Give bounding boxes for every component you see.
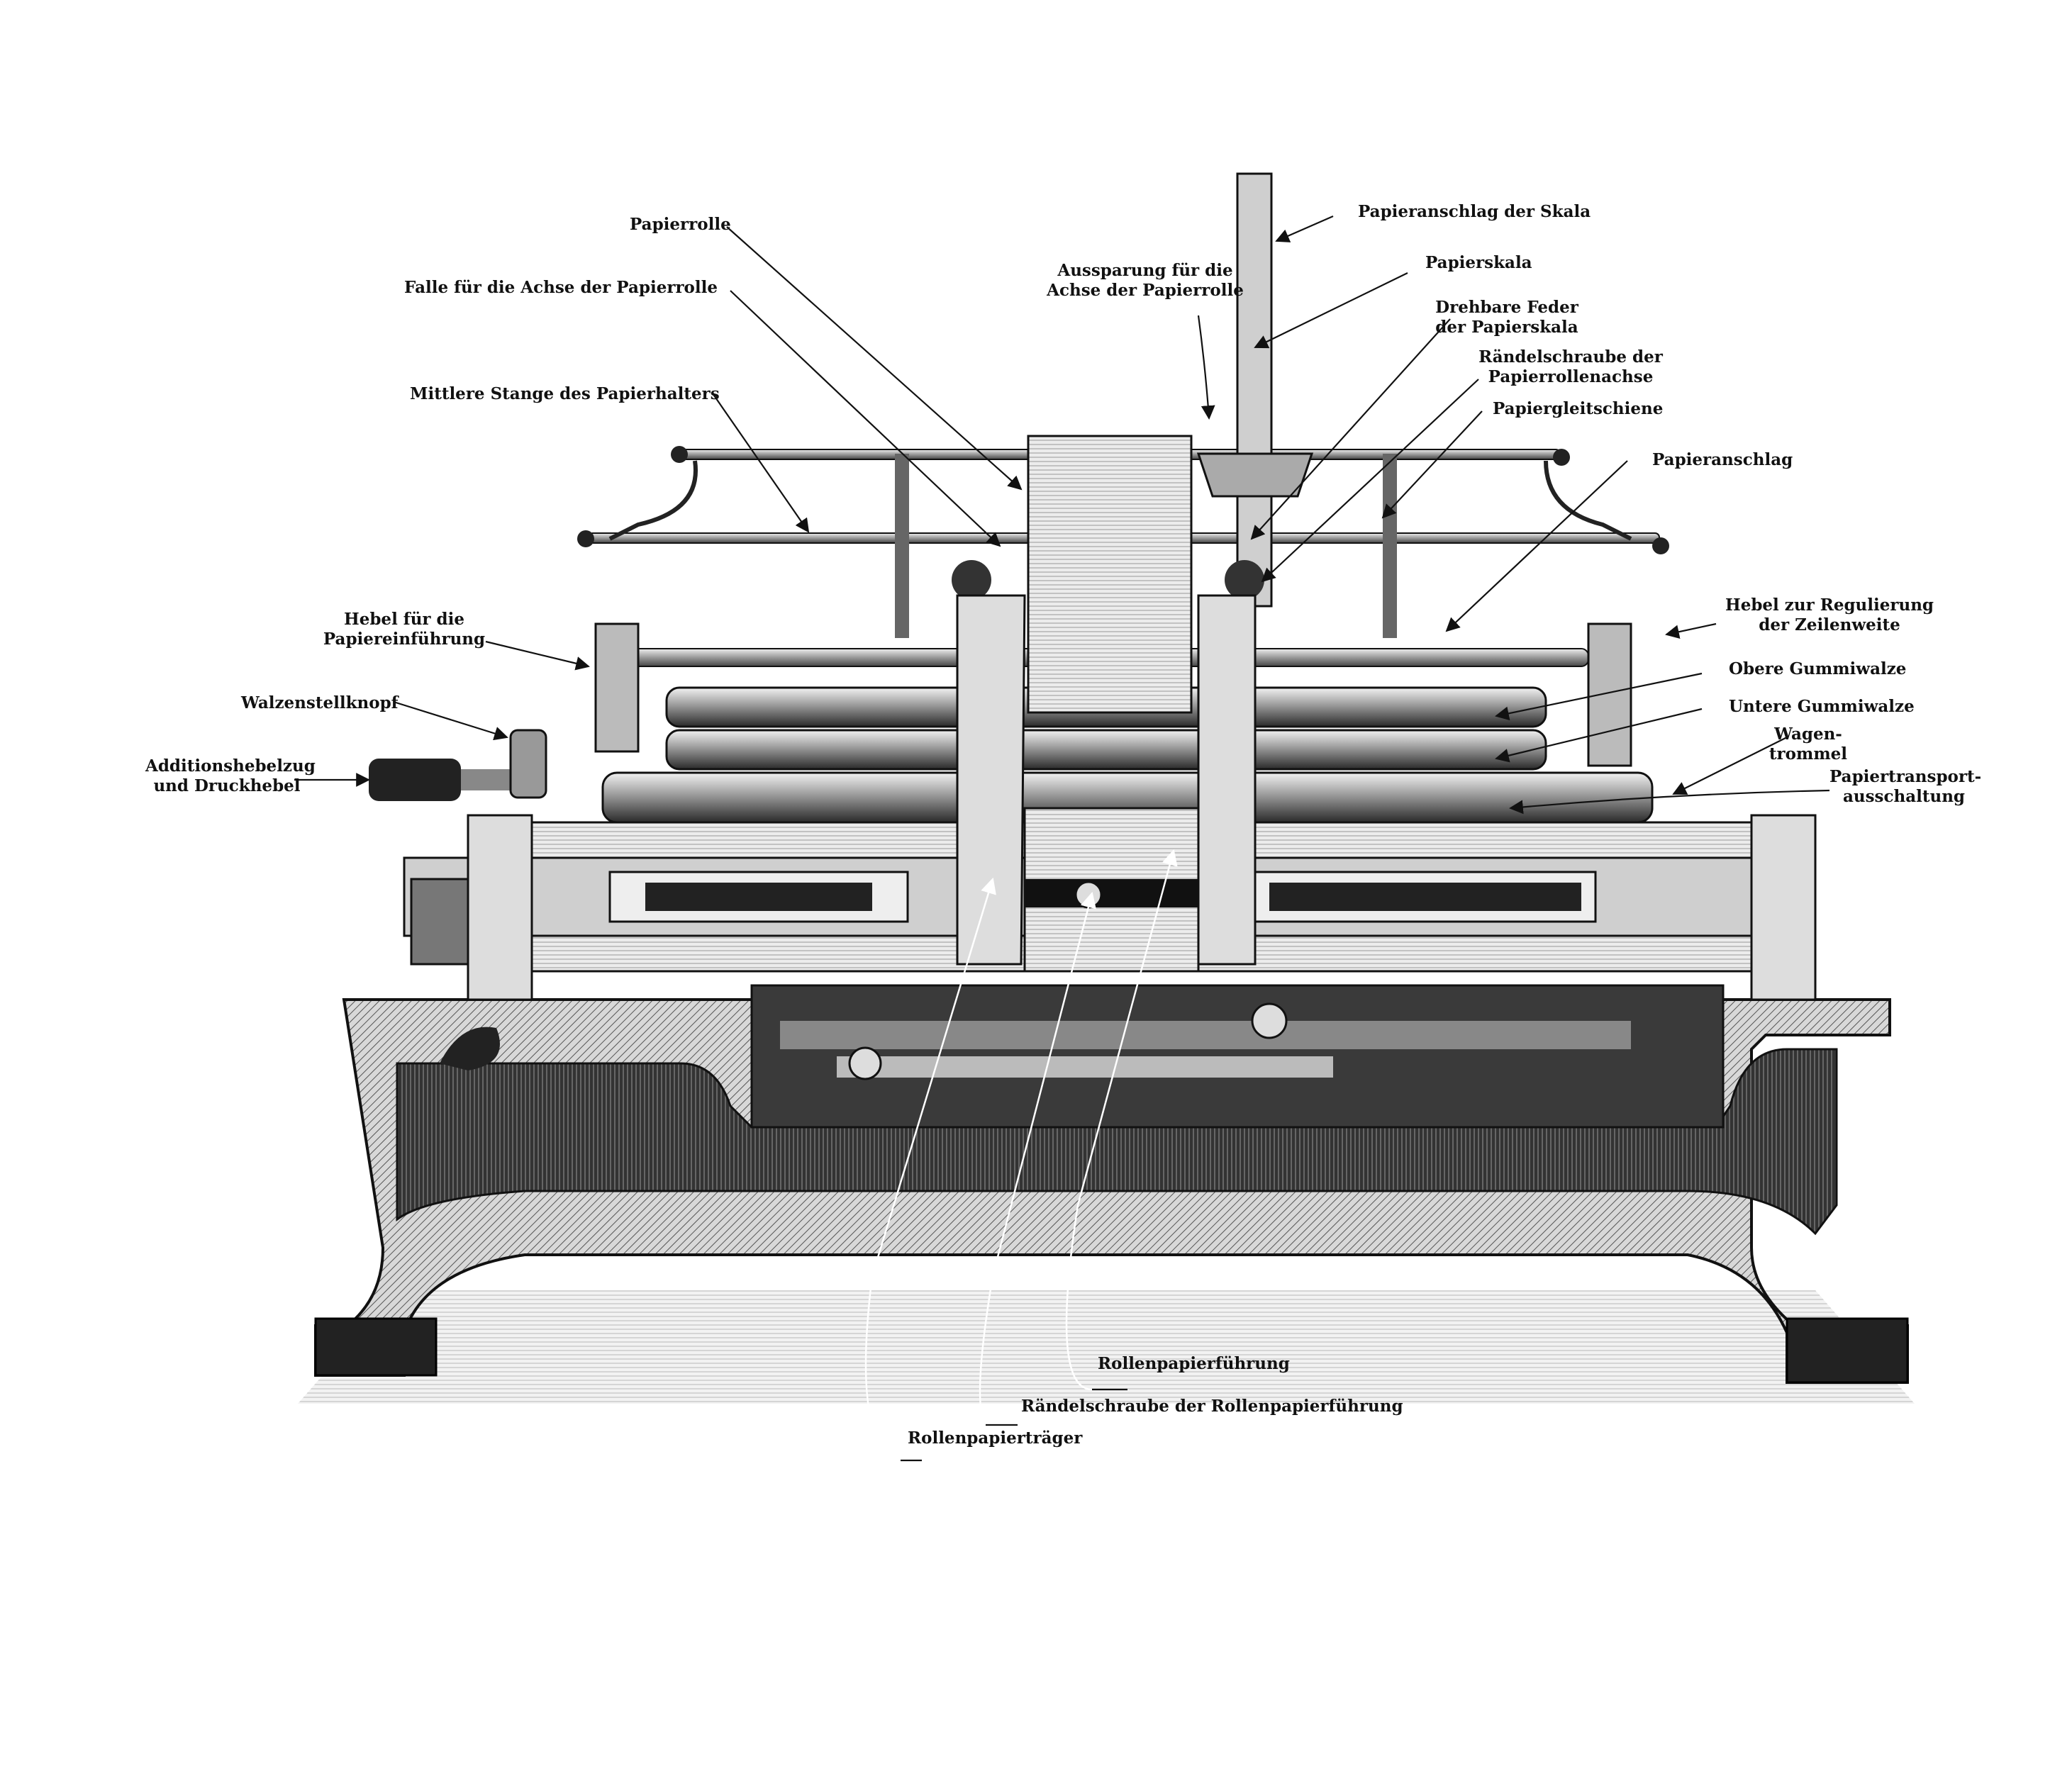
left-handle-assembly [369, 729, 547, 801]
label-mittlere-stange: Mittlere Stange des Papierhalters [410, 384, 720, 403]
label-papiergleitschiene: Papiergleitschiene [1493, 399, 1664, 418]
label-rollenpapiertraeger: Rollenpapierträger [908, 1428, 1083, 1448]
label-rollenpapierfuehrung: Rollenpapierführung [1098, 1354, 1290, 1373]
label-papieranschlag: Papieranschlag [1652, 450, 1793, 469]
label-wagentrommel: Wagen-trommel [1769, 725, 1848, 764]
label-papierrolle: Papierrolle [630, 215, 731, 234]
label-falle: Falle für die Achse der Papierrolle [404, 278, 718, 297]
label-papiertransport: Papiertransport-ausschaltung [1829, 767, 1982, 806]
label-walzenstellknopf: Walzenstellknopf [241, 693, 399, 712]
label-obere-gummiwalze: Obere Gummiwalze [1729, 659, 1907, 678]
leader-lines [294, 215, 1830, 815]
paper-holder [577, 446, 1669, 638]
floor-shadow [298, 1290, 1915, 1404]
leader-lines-bottom [901, 1388, 1127, 1462]
leader-lines-white [864, 849, 1178, 1462]
paper-roll [952, 172, 1314, 973]
label-papierskala: Papierskala [1425, 253, 1532, 272]
lower-mechanism [750, 984, 1725, 1129]
label-raendelschraube-rollen: Rändelschraube der Rollenpapierführung [1021, 1397, 1403, 1416]
label-untere-gummiwalze: Untere Gummiwalze [1729, 697, 1915, 716]
label-papieranschlag-skala: Papieranschlag der Skala [1358, 202, 1591, 221]
